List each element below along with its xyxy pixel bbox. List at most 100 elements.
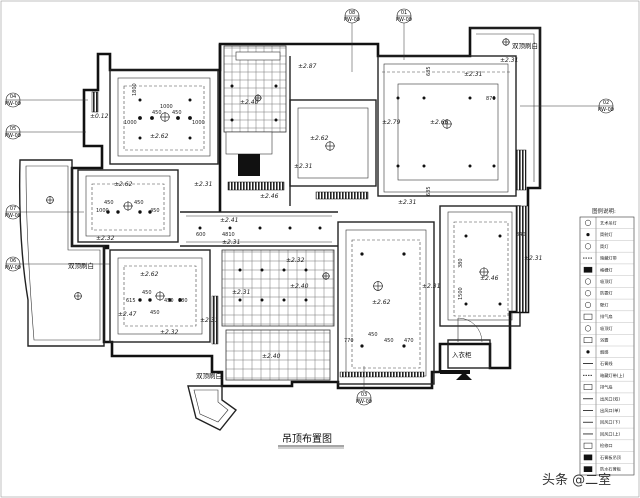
marker-sheet: PW-09 [5,265,21,271]
legend-item-label: 排气扇 [600,384,613,391]
ceiling-elevation: ±2.31 [422,283,440,290]
ceiling-elevation: ±2.62 [114,181,133,188]
dimension-text: 600 [196,232,206,238]
chandelier-icon [373,281,383,291]
closet-label: 入衣柜 [452,350,472,359]
section-marker: 05 PW-09 [5,124,86,140]
legend-item-label: 出风口(单) [600,407,620,414]
dimension-text: 870 [486,96,496,102]
dimension-text: 770 [344,338,354,344]
ceiling-elevation: ±2.31 [200,317,218,324]
tiled-areas [221,45,335,381]
legend-symbol-icon [586,350,590,354]
north-arrow-icon [456,372,472,380]
balcony-label: 双顶刷白 [512,41,538,50]
chandelier-icon [479,267,489,277]
dimension-text: 450 [104,200,114,206]
legend-item-label: 筒射灯 [600,231,613,238]
ceiling-elevation: ±2.62 [372,299,391,306]
marker-sheet: PW-09 [396,17,412,23]
dimension-text: 450 [152,110,162,116]
marker-number: 08 [349,10,355,16]
marker-number: 01 [401,10,407,16]
legend-item-label: 烟感 [600,348,608,355]
dimension-text: 4810 [222,232,235,238]
ceiling-elevation: ±2.47 [118,311,137,318]
dimension-text: 450 [384,338,394,344]
hatched-walls [91,91,529,378]
ceiling-elevation: ±2.62 [310,135,329,142]
watermark-text: 头条 @二室 [542,472,611,488]
dimension-text: 615 [126,298,136,304]
chandelier-icon [325,141,335,151]
legend-item-label: 艺术吊灯 [600,219,618,226]
section-marker: 08 PW-09 [344,8,360,72]
chandelier-icon [74,292,82,300]
legend-item-label: 暗藏灯带(上) [600,372,625,379]
legend-item-label: 暗藏灯带 [600,255,617,262]
marker-sheet: PW-09 [5,213,21,219]
legend-symbol-icon [583,442,593,449]
ceiling-elevation: ±2.31 [194,181,212,188]
chandelier-icon [322,272,330,280]
ceiling-elevation: ±2.32 [286,257,305,264]
marker-sheet: PW-09 [344,17,360,23]
marker-number: 04 [10,94,16,100]
marker-sheet: PW-09 [5,101,21,107]
section-marker: 03 PW-09 [356,366,372,406]
legend-item-label: 石膏板吊顶 [600,454,622,461]
dimension-text: 635 [426,66,432,76]
legend-item-label: 检修口 [600,442,613,449]
light-fixtures [46,38,510,348]
balcony-label: 双顶刷白 [68,261,94,270]
ceiling-elevation: ±2.40 [262,353,281,360]
dimension-text: 680 [178,298,188,304]
legend-item-label: 筒灯 [600,243,609,250]
legend: 图例说明: 艺术吊灯筒射灯筒灯暗藏灯带格栅灯吸顶灯防雾灯壁灯排气扇吸顶灯浴霸烟感… [579,207,635,476]
dimension-text: 450 [134,200,144,206]
ceiling-elevation: ±2.31 [398,199,416,206]
dimension-text: 1000 [160,104,173,110]
ceiling-dashed-lines [91,71,510,369]
legend-item-label: 出风口(双) [600,395,620,402]
legend-symbol-icon [584,290,592,297]
section-markers: 08 PW-09 01 PW-09 02 PW-09 04 PW-09 05 P… [5,8,614,406]
ceiling-elevation: ±2.62 [140,271,159,278]
dimension-text: 840 [516,232,526,238]
ceiling-elevation: ±2.62 [150,133,169,140]
legend-item-label: 格栅灯 [600,266,613,273]
legend-symbol-icon [584,301,592,309]
door-swing [457,317,483,343]
ceiling-elevation: ±2.46 [480,275,499,282]
chandelier-icon [123,201,133,211]
section-marker: 07 PW-09 [5,204,84,220]
downlight-icon [106,84,502,348]
dimension-text: 450 [368,332,378,338]
legend-item-label: 壁灯 [600,301,609,308]
ceiling-elevation: ±2.31 [500,57,518,64]
marker-number: 05 [10,126,16,132]
section-marker: 04 PW-09 [5,92,88,108]
marker-number: 02 [603,100,609,106]
legend-symbol-icon [583,384,593,390]
dimension-text: 450 [150,208,160,214]
marker-number: 03 [361,392,367,398]
legend-item-label: 石膏线 [600,360,613,367]
legend-symbol-icon [584,325,592,332]
section-marker: 02 PW-09 [520,98,614,114]
legend-symbol-icon [583,454,593,461]
chandelier-icon [155,291,165,301]
chandelier-icon [442,119,452,129]
ceiling-elevation: ±2.31 [294,163,312,170]
legend-item-label: 吸顶灯 [600,278,613,285]
legend-symbol-icon [583,266,593,273]
dimension-text: 1000 [124,120,137,126]
ceiling-elevation: ±2.31 [524,255,542,262]
ceiling-elevation: ±2.31 [222,239,240,246]
legend-item-label: 回风口(上) [600,430,620,437]
legend-symbol-icon [586,232,590,237]
chandelier-icon [502,38,510,46]
ceiling-elevation: ±2.41 [220,217,238,224]
